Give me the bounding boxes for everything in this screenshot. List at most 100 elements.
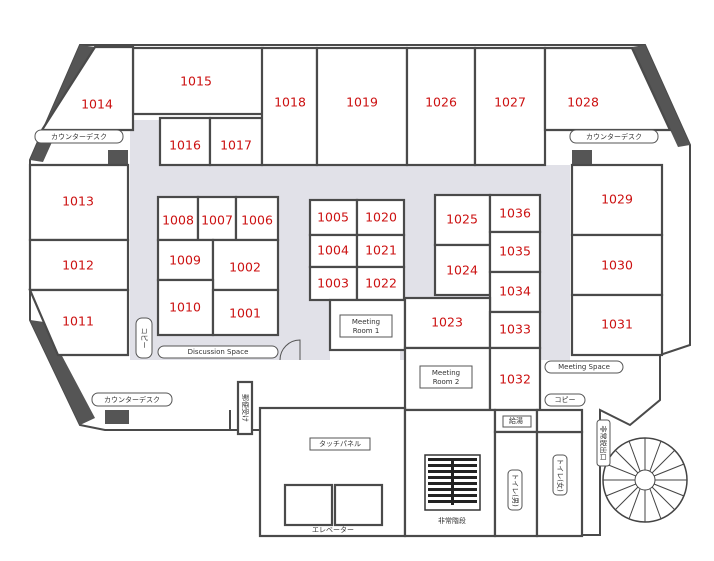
meeting-room-2[interactable]: Meeting Room 2 bbox=[403, 346, 492, 412]
room-1034[interactable]: 1034 bbox=[488, 270, 542, 314]
room-1030[interactable]: 1030 bbox=[570, 233, 664, 297]
svg-text:1004: 1004 bbox=[317, 243, 349, 258]
svg-text:1029: 1029 bbox=[601, 192, 633, 207]
svg-text:コピー: コピー bbox=[140, 328, 148, 349]
room-1022[interactable]: 1022 bbox=[355, 265, 406, 302]
lower-left-wall bbox=[180, 410, 260, 431]
svg-text:エレベーター: エレベーター bbox=[312, 525, 354, 534]
room-1029[interactable]: 1029 bbox=[570, 163, 664, 237]
room-1017[interactable]: 1017 bbox=[208, 116, 264, 167]
svg-text:1019: 1019 bbox=[346, 95, 378, 110]
room-1031[interactable]: 1031 bbox=[570, 293, 664, 357]
svg-text:1022: 1022 bbox=[365, 276, 397, 291]
room-1016[interactable]: 1016 bbox=[158, 116, 212, 167]
touch-panel: タッチパネル bbox=[309, 437, 371, 451]
svg-text:Meeting: Meeting bbox=[432, 369, 460, 377]
room-1007[interactable]: 1007 bbox=[196, 195, 238, 242]
svg-text:1023: 1023 bbox=[431, 315, 463, 330]
svg-text:1025: 1025 bbox=[446, 212, 478, 227]
room-1023[interactable]: 1023 bbox=[403, 296, 492, 350]
room-1033[interactable]: 1033 bbox=[488, 310, 542, 350]
room-1021[interactable]: 1021 bbox=[355, 233, 406, 269]
emergency-stairs[interactable]: 非常階段 bbox=[424, 454, 481, 525]
svg-text:1033: 1033 bbox=[499, 322, 531, 337]
svg-text:1016: 1016 bbox=[169, 138, 201, 153]
svg-text:1027: 1027 bbox=[494, 95, 526, 110]
room-1018[interactable]: 1018 bbox=[260, 46, 319, 167]
room-1002[interactable]: 1002 bbox=[211, 238, 280, 292]
meeting-room-1[interactable]: Meeting Room 1 bbox=[328, 298, 407, 352]
svg-text:コピー: コピー bbox=[555, 396, 576, 404]
column-mailbox bbox=[236, 380, 254, 436]
counter-desk-bottom-left: カウンターデスク bbox=[91, 392, 173, 407]
svg-text:1005: 1005 bbox=[317, 210, 349, 225]
toilet-area: トイレ(女) bbox=[535, 430, 584, 538]
svg-text:Room 1: Room 1 bbox=[353, 327, 380, 335]
svg-text:Discussion Space: Discussion Space bbox=[188, 348, 249, 356]
svg-text:給湯: 給湯 bbox=[509, 416, 523, 425]
svg-text:1017: 1017 bbox=[220, 138, 252, 153]
svg-text:1001: 1001 bbox=[229, 306, 261, 321]
fire-exit: 非常脱出口 bbox=[596, 419, 611, 467]
svg-text:1010: 1010 bbox=[169, 300, 201, 315]
room-1027[interactable]: 1027 bbox=[473, 46, 547, 167]
room-1005[interactable]: 1005 bbox=[308, 198, 359, 237]
room-1036[interactable]: 1036 bbox=[488, 193, 542, 234]
room-1028[interactable]: 1028 bbox=[543, 46, 672, 132]
kyuto: 給湯 bbox=[493, 408, 539, 434]
svg-text:非常階段: 非常階段 bbox=[438, 516, 466, 525]
svg-text:タッチパネル: タッチパネル bbox=[319, 439, 361, 448]
svg-text:1028: 1028 bbox=[567, 95, 599, 110]
room-1004[interactable]: 1004 bbox=[308, 233, 359, 269]
room-1025[interactable]: 1025 bbox=[433, 193, 492, 247]
room-1013[interactable]: 1013 bbox=[28, 163, 130, 242]
svg-text:1021: 1021 bbox=[365, 243, 397, 258]
svg-text:カウンターデスク: カウンターデスク bbox=[104, 395, 160, 404]
svg-text:1035: 1035 bbox=[499, 244, 531, 259]
room-1020[interactable]: 1020 bbox=[355, 198, 406, 237]
svg-text:1030: 1030 bbox=[601, 258, 633, 273]
building-outline bbox=[29, 44, 691, 536]
room-1011[interactable]: 1011 bbox=[28, 288, 130, 357]
room-1014[interactable]: 1014 bbox=[39, 45, 135, 132]
svg-text:Meeting: Meeting bbox=[352, 318, 380, 326]
svg-text:カウンターデスク: カウンターデスク bbox=[51, 132, 107, 141]
svg-text:1018: 1018 bbox=[274, 95, 306, 110]
spiral-staircase[interactable] bbox=[602, 437, 688, 523]
svg-text:1003: 1003 bbox=[317, 276, 349, 291]
room-1010[interactable]: 1010 bbox=[156, 278, 215, 337]
room-1012[interactable]: 1012 bbox=[28, 238, 130, 292]
svg-text:トイレ(男): トイレ(男) bbox=[511, 473, 519, 507]
elevator[interactable]: エレベーター bbox=[283, 483, 384, 534]
svg-text:トイレ(女): トイレ(女) bbox=[556, 458, 565, 492]
svg-text:1014: 1014 bbox=[81, 97, 113, 112]
mailbox-vertical-label: 郵便受け bbox=[241, 394, 250, 422]
room-1008[interactable]: 1008 bbox=[156, 195, 200, 242]
svg-text:Room 2: Room 2 bbox=[433, 378, 460, 386]
room-1026[interactable]: 1026 bbox=[405, 46, 477, 167]
svg-text:1026: 1026 bbox=[425, 95, 457, 110]
service-strip bbox=[535, 408, 584, 434]
svg-text:1024: 1024 bbox=[446, 263, 478, 278]
room-1024[interactable]: 1024 bbox=[433, 243, 492, 297]
svg-text:1013: 1013 bbox=[62, 194, 94, 209]
room-1019[interactable]: 1019 bbox=[315, 46, 409, 167]
room-1003[interactable]: 1003 bbox=[308, 265, 359, 302]
room-1006[interactable]: 1006 bbox=[234, 195, 280, 242]
svg-text:非常脱出口: 非常脱出口 bbox=[599, 426, 608, 461]
svg-text:1036: 1036 bbox=[499, 206, 531, 221]
copy-left: コピー bbox=[135, 317, 153, 359]
room-1035[interactable]: 1035 bbox=[488, 230, 542, 274]
room-1009[interactable]: 1009 bbox=[156, 238, 215, 282]
svg-text:1002: 1002 bbox=[229, 260, 261, 275]
svg-text:Meeting Space: Meeting Space bbox=[558, 363, 610, 371]
svg-text:1031: 1031 bbox=[601, 317, 633, 332]
svg-text:1012: 1012 bbox=[62, 258, 94, 273]
svg-text:1006: 1006 bbox=[241, 213, 273, 228]
svg-text:1020: 1020 bbox=[365, 210, 397, 225]
meeting-space: Meeting Space bbox=[544, 360, 624, 374]
room-1015[interactable]: 1015 bbox=[131, 46, 265, 116]
room-1001[interactable]: 1001 bbox=[211, 288, 280, 337]
svg-text:1032: 1032 bbox=[499, 372, 531, 387]
room-1032[interactable]: 1032 bbox=[488, 346, 542, 412]
